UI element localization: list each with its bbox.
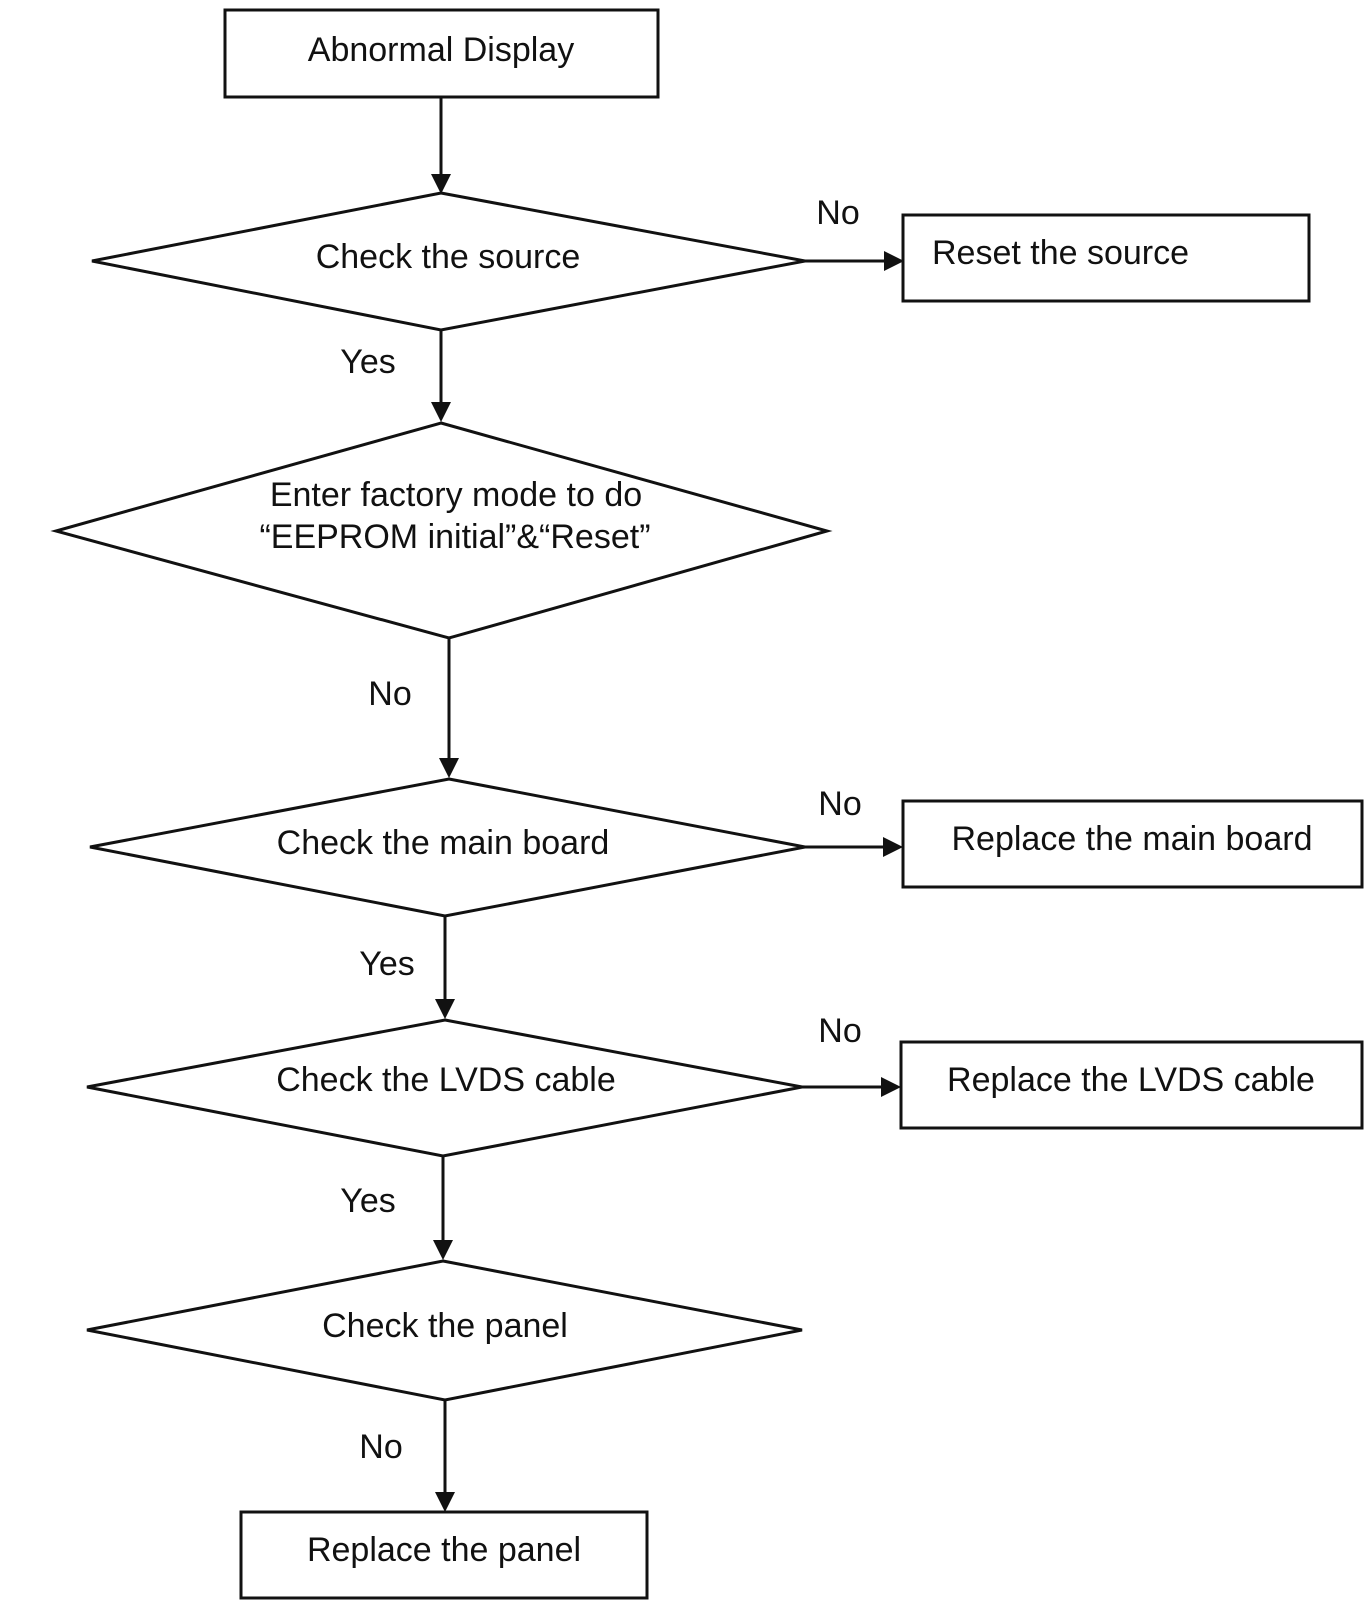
arrowhead-lvds-to-replace xyxy=(881,1077,901,1097)
decision-panel-label: Check the panel xyxy=(322,1307,568,1345)
replace-lvds-box xyxy=(899,1040,1364,1130)
arrowhead-factory-to-main-board xyxy=(439,758,459,778)
node-decision-panel: Check the panel xyxy=(86,1259,803,1402)
decision-source-diamond xyxy=(91,191,806,332)
start-label: Abnormal Display xyxy=(308,31,574,69)
arrowhead-main-board-to-replace xyxy=(883,837,903,857)
replace-panel-label: Replace the panel xyxy=(307,1531,581,1569)
decision-source-label: Check the source xyxy=(316,238,581,276)
node-action-replace-panel: Replace the panel xyxy=(239,1510,649,1600)
edge-label-panel-no: No xyxy=(359,1428,402,1466)
factory-label-line2: “EEPROM initial”&“Reset” xyxy=(259,518,650,556)
decision-lvds-diamond xyxy=(86,1018,803,1158)
edge-label-main-board-no: No xyxy=(818,785,861,823)
arrowhead-source-to-factory xyxy=(431,402,451,422)
edge-label-source-no: No xyxy=(816,194,859,232)
replace-lvds-label: Replace the LVDS cable xyxy=(947,1061,1315,1099)
replace-main-board-box xyxy=(901,799,1364,889)
decision-main-board-label: Check the main board xyxy=(277,824,610,862)
arrowhead-source-to-reset xyxy=(884,251,904,271)
replace-main-board-label: Replace the main board xyxy=(951,820,1312,858)
node-decision-lvds: Check the LVDS cable xyxy=(86,1018,803,1158)
edge-label-main-board-yes: Yes xyxy=(359,945,414,983)
factory-diamond xyxy=(50,421,833,640)
edge-label-lvds-no: No xyxy=(818,1012,861,1050)
reset-source-label: Reset the source xyxy=(932,234,1189,272)
arrowhead-start-to-source xyxy=(431,174,451,194)
replace-panel-box xyxy=(239,1510,649,1600)
decision-lvds-label: Check the LVDS cable xyxy=(276,1061,616,1099)
node-start: Abnormal Display xyxy=(223,8,660,99)
node-action-reset-source: Reset the source xyxy=(901,213,1311,303)
node-action-replace-lvds: Replace the LVDS cable xyxy=(899,1040,1364,1130)
edge-labels: No Yes No No Yes No Yes No xyxy=(340,194,861,1466)
reset-source-box xyxy=(901,213,1311,303)
arrowhead-lvds-to-panel xyxy=(433,1240,453,1260)
decision-panel-diamond xyxy=(86,1259,803,1402)
node-step-factory: Enter factory mode to do “EEPROM initial… xyxy=(50,421,833,640)
arrowhead-main-board-to-lvds xyxy=(435,999,455,1019)
node-action-replace-main-board: Replace the main board xyxy=(901,799,1364,889)
node-decision-source: Check the source xyxy=(91,191,806,332)
edge-label-factory-no: No xyxy=(368,675,411,713)
decision-main-board-diamond xyxy=(89,777,806,918)
edge-label-lvds-yes: Yes xyxy=(340,1182,395,1220)
edge-label-source-yes: Yes xyxy=(340,343,395,381)
arrowhead-panel-to-replace xyxy=(435,1492,455,1512)
start-box xyxy=(223,8,660,99)
node-decision-main-board: Check the main board xyxy=(89,777,806,918)
connectors xyxy=(431,97,904,1512)
factory-label-line1: Enter factory mode to do xyxy=(270,476,642,514)
